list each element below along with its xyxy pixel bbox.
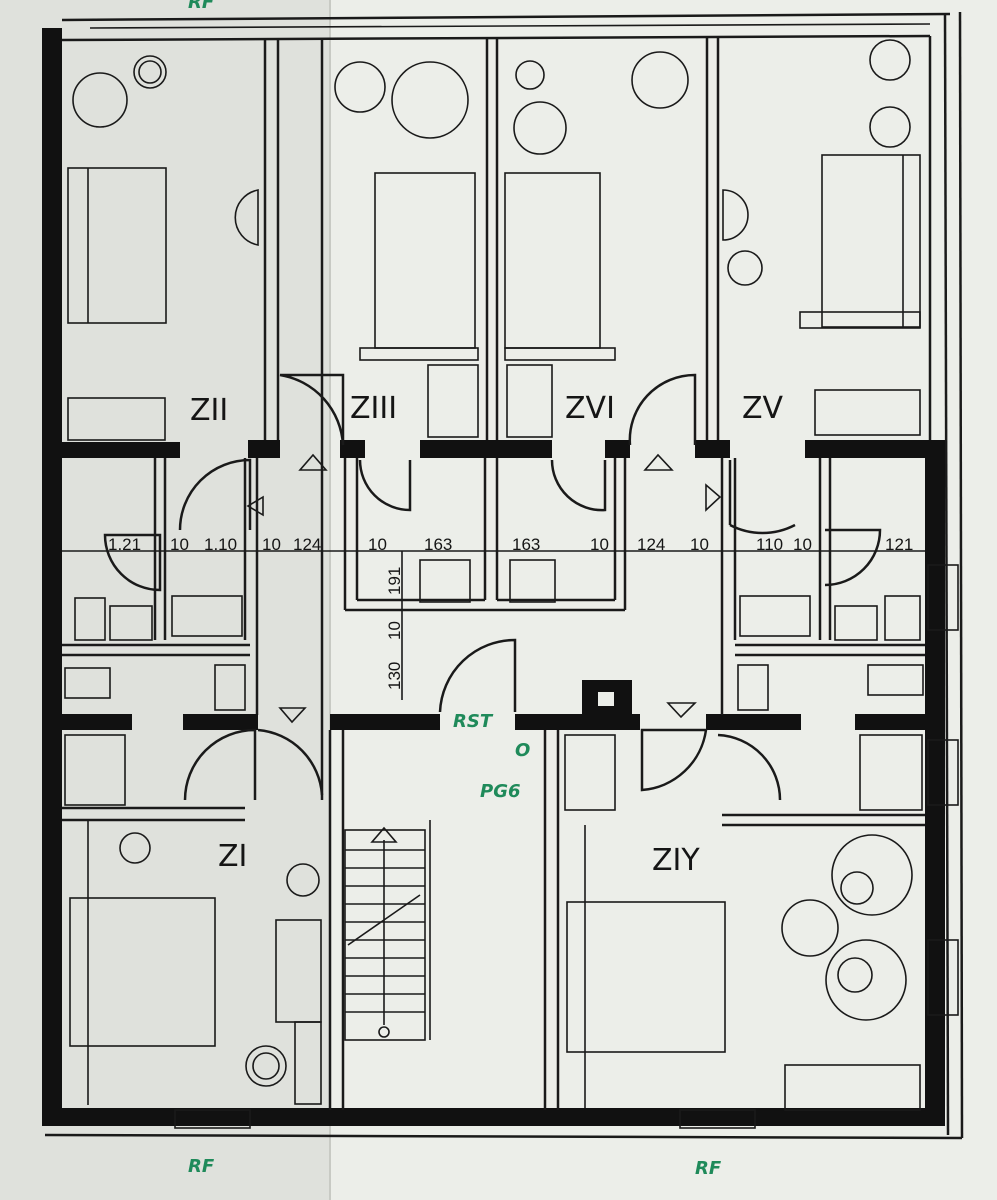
dimension-label: 1.10 xyxy=(204,535,237,554)
annotation-pg6: PG6 xyxy=(480,781,521,802)
interior-walls xyxy=(62,38,940,1110)
annotation-rf-bottom-left: RF xyxy=(188,1156,215,1177)
dimension-lines xyxy=(62,550,925,700)
dimension-label: 10 xyxy=(368,535,387,554)
doors xyxy=(103,373,882,801)
room-label-zvi: ZVI xyxy=(565,391,615,426)
dimension-label: 10 xyxy=(590,535,609,554)
dimension-label: 163 xyxy=(512,535,540,554)
room-label-zv: ZV xyxy=(742,391,784,426)
annotation-rf-top: RF xyxy=(188,0,215,13)
dimension-label: 10 xyxy=(690,535,709,554)
dimension-labels: 1.21 10 1.10 10 124 10 163 163 10 124 10… xyxy=(108,535,913,690)
annotation-zero: O xyxy=(515,740,530,761)
dimension-label: 1.21 xyxy=(108,535,141,554)
handwritten-annotations: RF RST O PG6 RF RF xyxy=(188,0,722,1179)
dimension-label: 10 xyxy=(793,535,812,554)
staircase xyxy=(344,820,431,1041)
room-label-zii: ZII xyxy=(190,393,228,428)
dimension-label: 163 xyxy=(424,535,452,554)
dimension-label: 10 xyxy=(385,621,404,640)
annotation-rf-bottom-right: RF xyxy=(695,1158,722,1179)
room-label-ziii: ZIII xyxy=(350,391,397,426)
room-label-ziy: ZIY xyxy=(652,843,700,878)
furniture xyxy=(64,39,924,1111)
dimension-label: 10 xyxy=(170,535,189,554)
dimension-label: 121 xyxy=(885,535,913,554)
room-label-zi: ZI xyxy=(218,839,247,874)
annotation-rst: RST xyxy=(453,711,494,732)
room-labels: ZII ZIII ZVI ZV ZI ZIY xyxy=(190,391,784,878)
dimension-label: 124 xyxy=(637,535,665,554)
dimension-label: 10 xyxy=(262,535,281,554)
dimension-label: 124 xyxy=(293,535,321,554)
dimension-label: 110 xyxy=(756,535,783,554)
dimension-label: 130 xyxy=(385,662,404,690)
dimension-label: 191 xyxy=(385,567,404,595)
